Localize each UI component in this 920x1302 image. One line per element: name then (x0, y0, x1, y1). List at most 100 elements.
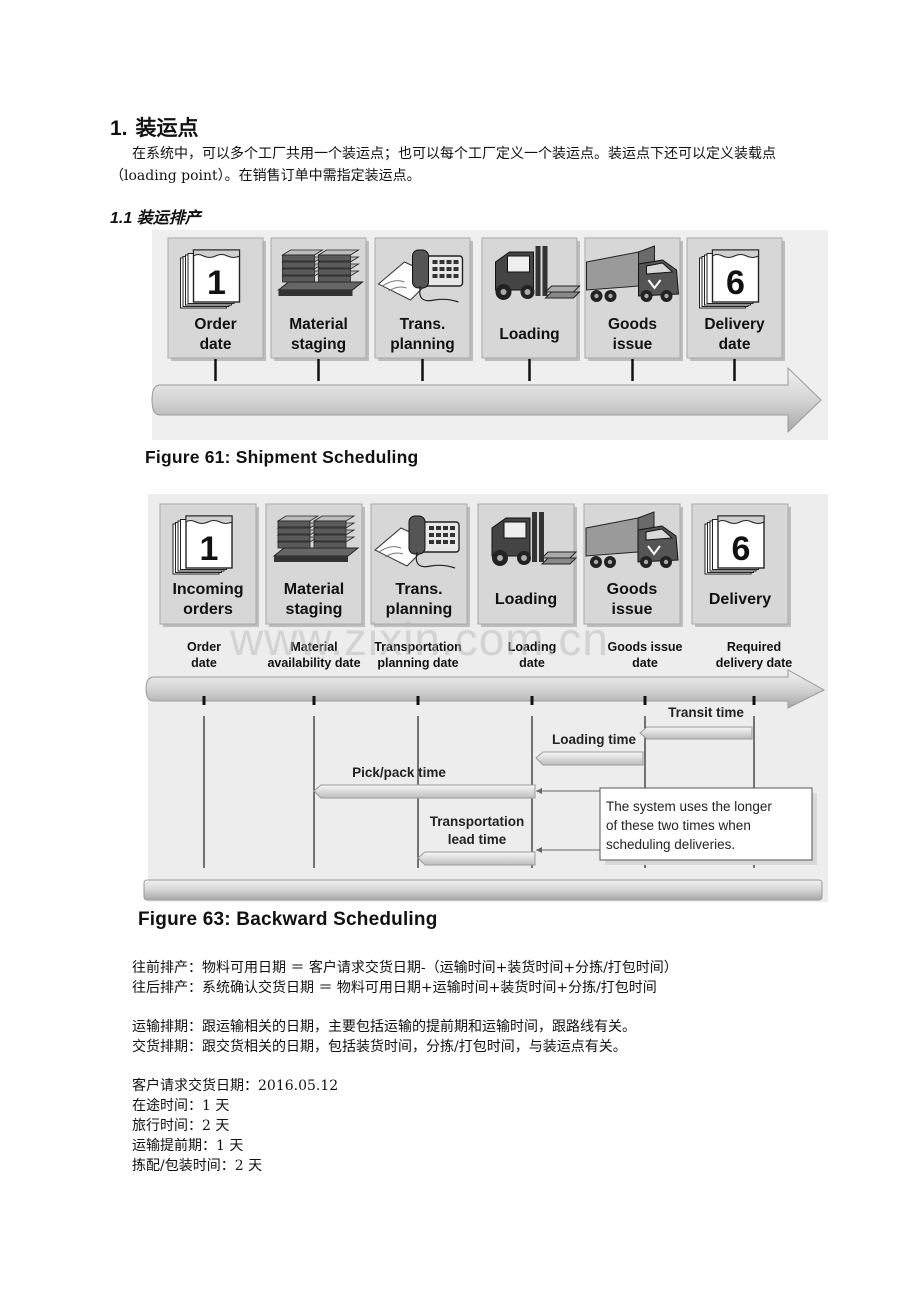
formula-backward: 往后排产：系统确认交货日期 ＝ 物料可用日期+运输时间+装货时间+分拣/打包时间 (132, 980, 657, 996)
section-number: 1. (110, 117, 128, 140)
step-label-line-2: issue (613, 336, 653, 353)
step-label-line-2: staging (291, 336, 346, 353)
loading-time-bar (535, 751, 644, 766)
step-label-line-2: issue (612, 601, 653, 618)
pick-pack-time-bar (313, 784, 536, 799)
figure-2-diagram: 1IncomingordersMaterialstagingTrans.plan… (143, 494, 828, 902)
step-card: Material staging (270, 237, 369, 381)
milestone-label-line-1: Required (727, 640, 781, 654)
calendar-day-number: 6 (726, 264, 745, 302)
transit-time-bar (639, 726, 753, 740)
milestone-label-line-2: date (519, 656, 545, 670)
note-box (599, 787, 813, 861)
intro-paragraph: 在系统中，可以多个工厂共用一个装运点；也可以每个工厂定义一个装运点。装运点下还可… (110, 146, 776, 184)
calendar-day-number: 1 (207, 264, 226, 302)
timeline-arrow (151, 366, 822, 434)
step-card: Trans. planning (374, 237, 473, 381)
pick-pack-time-label: Pick/pack time (352, 765, 446, 780)
milestone-label-line-1: Order (187, 640, 221, 654)
step-card: Trans. planning (370, 503, 470, 627)
transportation-lead-time-label-2: lead time (448, 832, 507, 847)
example-lead-time: 运输提前期：1 天 (132, 1138, 244, 1154)
forklift-icon (491, 512, 578, 566)
calendar-icon: 6 (704, 515, 765, 575)
truck-icon (586, 245, 680, 302)
step-label-line-1: Material (289, 316, 348, 333)
definition-transport: 运输排期：跟运输相关的日期，主要包括运输的提前期和运输时间，跟路线有关。 (132, 1019, 636, 1035)
pallet-icon (272, 515, 360, 562)
step-label-line-1: Goods (608, 316, 657, 333)
milestone-label-line-2: date (632, 656, 658, 670)
step-label-line-1: Material (284, 581, 344, 598)
calendar-icon: 1 (180, 249, 241, 309)
step-label-line-2: planning (390, 336, 455, 353)
milestone-label-line-1: Material (290, 640, 337, 654)
watermark: www.zixin.com.cn (230, 613, 609, 665)
example-requested-date: 客户请求交货日期：2016.05.12 (132, 1078, 339, 1094)
step-card: Goods issue (584, 237, 683, 381)
step-label-line-1: Trans. (395, 581, 442, 598)
calendar-icon: 6 (699, 249, 760, 309)
step-label-line-2: planning (386, 601, 453, 618)
step-card: Loading (481, 237, 581, 381)
step-label-line-1: Trans. (400, 316, 446, 333)
note-line-1: The system uses the longer (606, 799, 772, 814)
forklift-icon (495, 246, 581, 300)
telephone-icon (377, 249, 464, 303)
step-label-line-1: Goods (607, 581, 658, 598)
telephone-icon (374, 515, 460, 569)
milestone-label-line-2: date (191, 656, 217, 670)
note-connector-2-head (536, 847, 542, 853)
step-label: Loading (499, 326, 559, 343)
pallet-icon (277, 249, 364, 296)
transportation-lead-time-label-1: Transportation (430, 814, 525, 829)
milestone-tick (416, 696, 420, 705)
step-label-line-1: Incoming (172, 581, 243, 598)
example-transit: 在途时间：1 天 (132, 1098, 230, 1114)
step-card: Goods issue (583, 503, 683, 627)
note-connector-1-head (536, 788, 542, 794)
definition-delivery: 交货排期：跟交货相关的日期，包括装货时间，分拣/打包时间，与装运点有关。 (132, 1039, 627, 1055)
milestone-tick (643, 696, 647, 705)
milestone-tick (530, 696, 534, 705)
step-label-line-1: Delivery (704, 316, 765, 333)
transit-time-label: Transit time (668, 705, 744, 720)
calendar-icon: 1 (172, 515, 233, 575)
step-label: Loading (495, 591, 557, 608)
figure-1-caption: Figure 61: Shipment Scheduling (145, 447, 419, 467)
calendar-day-number: 1 (200, 530, 219, 568)
milestone-tick (202, 696, 206, 705)
milestone-label-line-2: planning date (377, 656, 458, 670)
milestone-label-line-2: availability date (267, 656, 360, 670)
step-label-line-2: date (719, 336, 751, 353)
section-title: 装运点 (135, 117, 199, 140)
example-pick-pack: 拣配/包装时间：2 天 (132, 1158, 263, 1174)
step-label: Delivery (709, 591, 771, 608)
step-card: Material staging (265, 503, 365, 627)
note-line-3: scheduling deliveries. (606, 837, 735, 852)
step-label-line-2: date (200, 336, 232, 353)
milestone-tick (312, 696, 316, 705)
note-line-2: of these two times when (606, 818, 751, 833)
loading-time-label: Loading time (552, 732, 636, 747)
figure-2-caption: Figure 63: Backward Scheduling (138, 909, 438, 930)
milestone-tick (752, 696, 756, 705)
milestone-label-line-1: Loading (508, 640, 557, 654)
step-label-line-1: Order (194, 316, 236, 333)
transportation-lead-time-bar (417, 851, 536, 866)
bottom-bar (143, 879, 823, 901)
formula-forward: 往前排产：物料可用日期 ＝ 客户请求交货日期-（运输时间+装货时间+分拣/打包时… (132, 960, 678, 976)
step-label-line-2: orders (183, 601, 233, 618)
step-card: Loading (477, 503, 578, 627)
step-label-line-2: staging (286, 601, 343, 618)
calendar-day-number: 6 (732, 530, 751, 568)
milestone-label-line-1: Transportation (374, 640, 462, 654)
truck-icon (585, 511, 679, 568)
section-heading: 1. 装运点 (110, 112, 199, 142)
